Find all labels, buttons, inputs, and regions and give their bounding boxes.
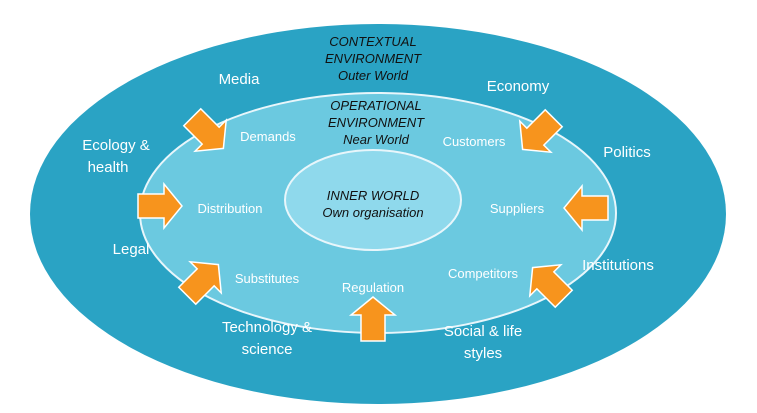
label-social-1: Social & life [444, 323, 522, 340]
inner-world-ellipse [284, 149, 462, 251]
label-ecology-1: Ecology & [82, 137, 150, 154]
label-distribution: Distribution [197, 201, 262, 216]
inner-title-2: Own organisation [322, 205, 423, 220]
inner-title-1: INNER WORLD [327, 188, 419, 203]
contextual-title-2: ENVIRONMENT [325, 51, 422, 66]
contextual-title-1: CONTEXTUAL [329, 34, 416, 49]
label-media: Media [219, 71, 261, 88]
label-ecology-2: health [88, 159, 129, 176]
label-regulation: Regulation [342, 280, 404, 295]
label-customers: Customers [443, 134, 506, 149]
label-demands: Demands [240, 129, 296, 144]
operational-title-3: Near World [343, 132, 410, 147]
operational-title-1: OPERATIONAL [330, 98, 422, 113]
operational-title-2: ENVIRONMENT [328, 115, 425, 130]
label-social-2: styles [464, 345, 502, 362]
label-institutions: Institutions [582, 257, 654, 274]
label-suppliers: Suppliers [490, 201, 545, 216]
label-technology-1: Technology & [222, 319, 312, 336]
label-economy: Economy [487, 78, 550, 95]
label-competitors: Competitors [448, 266, 519, 281]
label-politics: Politics [603, 144, 651, 161]
contextual-title-3: Outer World [338, 68, 409, 83]
label-legal: Legal [113, 241, 150, 258]
label-technology-2: science [242, 341, 293, 358]
label-substitutes: Substitutes [235, 271, 300, 286]
